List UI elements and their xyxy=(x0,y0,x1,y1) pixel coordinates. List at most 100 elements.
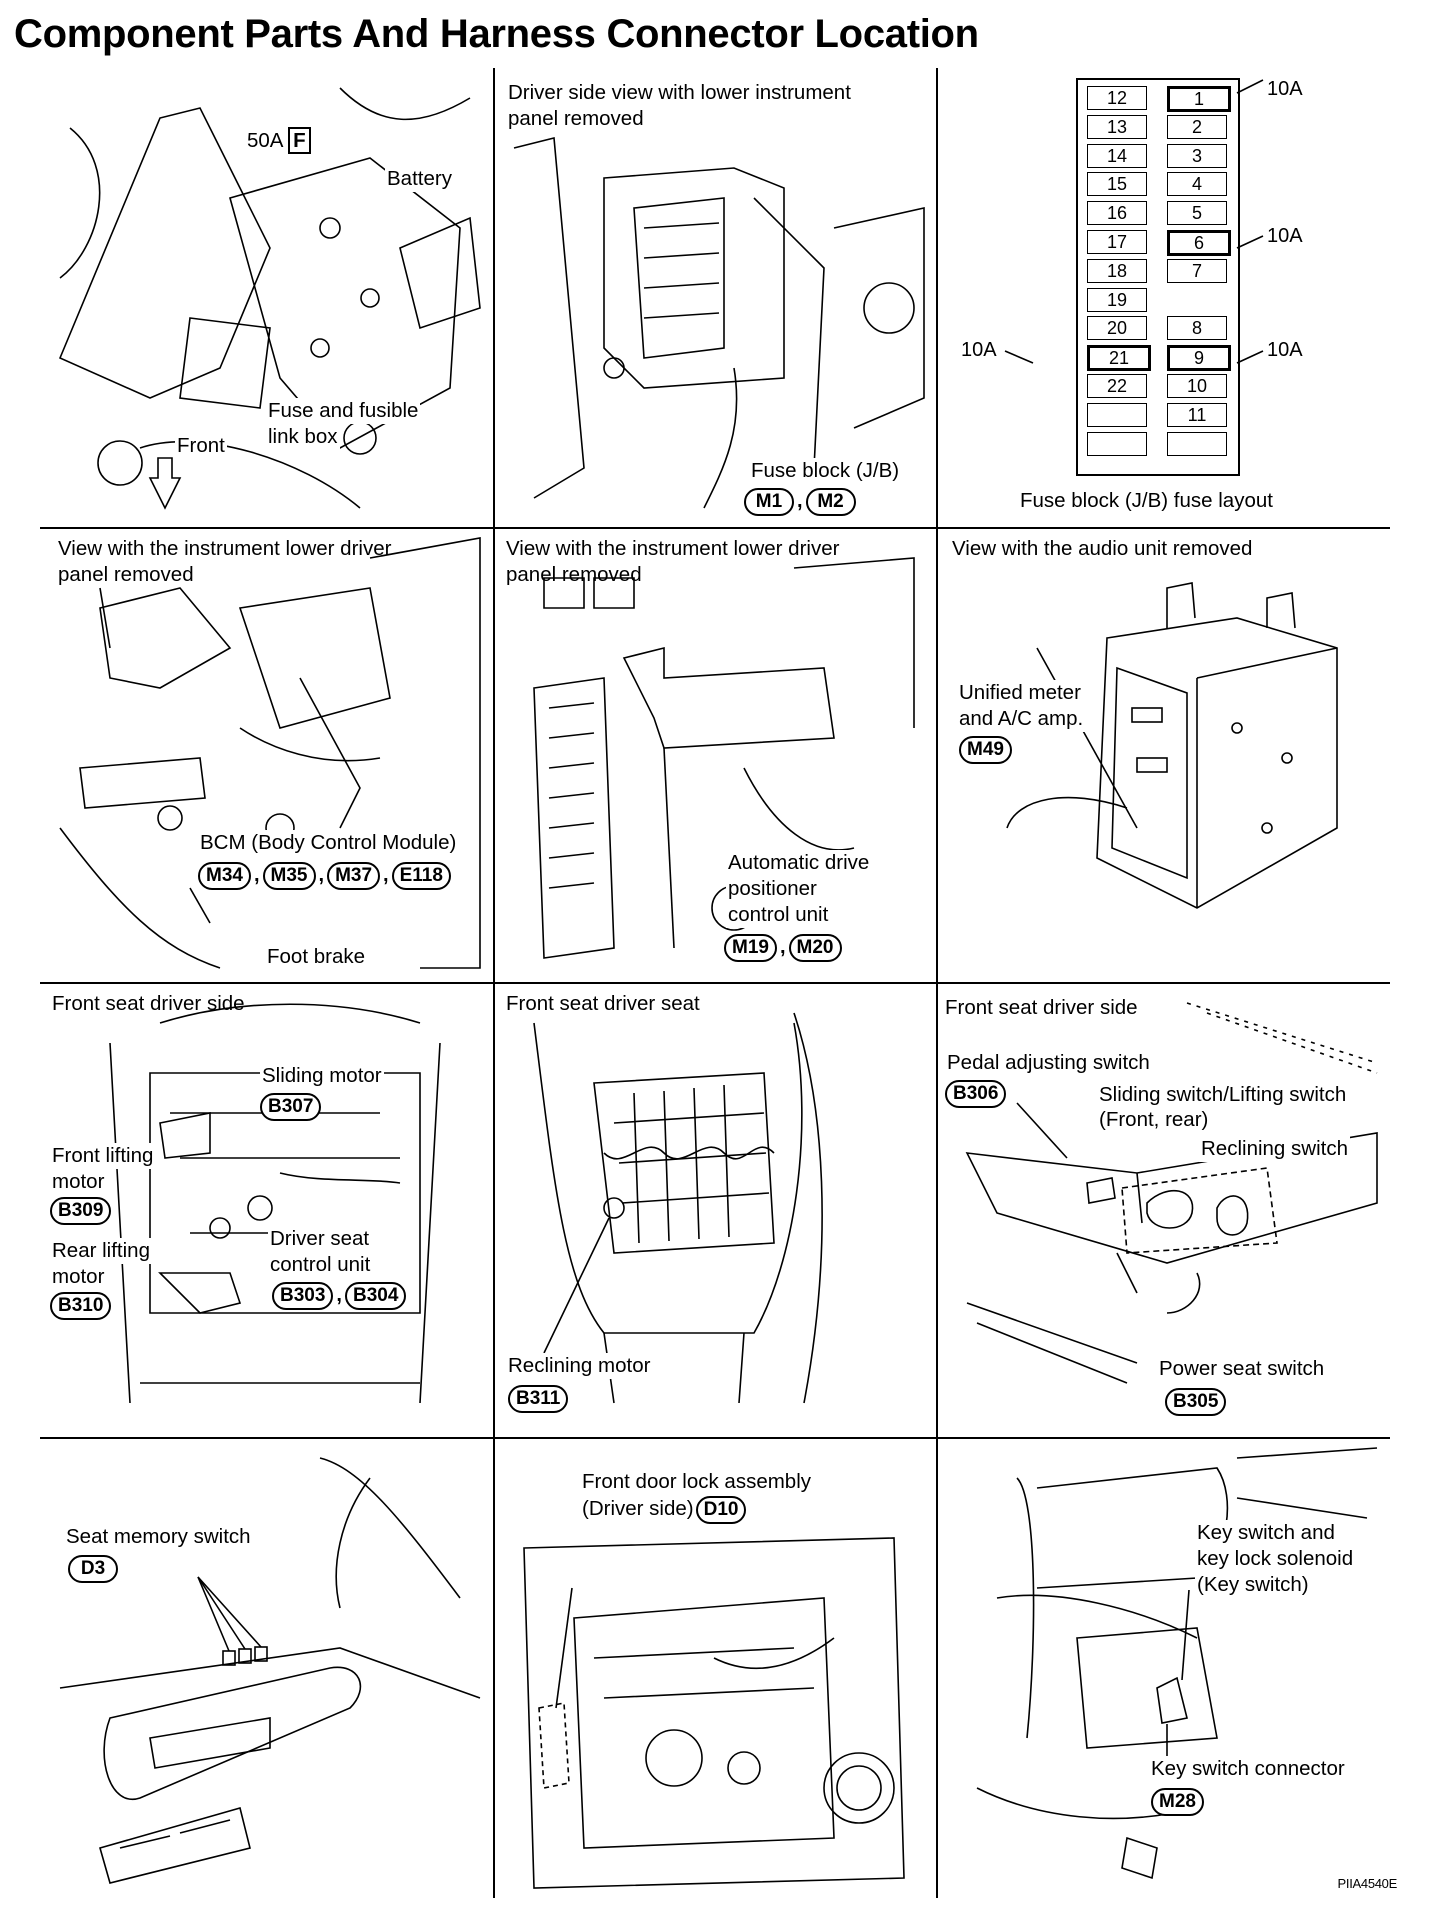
p5-caption-1: View with the instrument lower driver xyxy=(506,537,840,560)
connector-m2: M2 xyxy=(805,488,856,516)
amp-label-1: 10A xyxy=(1267,78,1303,100)
p9-caption: Front seat driver side xyxy=(945,996,1138,1019)
fuse-slot-right: 1 xyxy=(1167,86,1231,112)
reclining-motor-label: Reclining motor xyxy=(506,1353,653,1379)
panel-bcm: View with the instrument lower driver pa… xyxy=(40,528,494,983)
pedal-switch-label: Pedal adjusting switch xyxy=(945,1050,1152,1076)
p7-caption: Front seat driver side xyxy=(52,992,245,1015)
fuse-slot-left: 18 xyxy=(1087,258,1147,283)
key-switch-connector-label: Key switch connector xyxy=(1149,1756,1347,1782)
door-inner-drawing xyxy=(523,1537,905,1889)
fuse-slot-left: 12 xyxy=(1087,86,1147,110)
p4-caption-2: panel removed xyxy=(58,563,194,586)
door-trim-drawing xyxy=(59,1457,481,1884)
power-seat-switch-label: Power seat switch xyxy=(1157,1356,1327,1382)
panel-driver-side-fuse: Driver side view with lower instrument p… xyxy=(494,68,937,528)
connector-m19: M19 xyxy=(724,934,777,962)
p2-caption-2: panel removed xyxy=(508,107,644,130)
connector-m20: M20 xyxy=(788,934,842,962)
amp-label-21: 10A xyxy=(961,339,997,361)
connector-b309: B309 xyxy=(50,1197,112,1225)
positioner-drawing xyxy=(533,557,915,959)
panel-fuse-layout: 10A 10A 10A 10A Fuse block (J/B) fuse la… xyxy=(937,68,1390,528)
fuse-slot-left xyxy=(1087,431,1147,456)
fuse-slot-left xyxy=(1087,402,1147,427)
page-title: Component Parts And Harness Connector Lo… xyxy=(14,12,979,56)
connector-b306: B306 xyxy=(945,1080,1007,1108)
connector-d3: D3 xyxy=(68,1555,118,1583)
fuse-slot-right: 7 xyxy=(1167,258,1227,283)
fuse-slot-left: 19 xyxy=(1087,287,1147,312)
foot-brake-label: Foot brake xyxy=(265,944,367,970)
fuse-slot-right: 11 xyxy=(1167,402,1227,427)
key-switch-label-3: (Key switch) xyxy=(1195,1572,1311,1598)
panel-seat-back: Front seat driver seat Reclining motor B… xyxy=(494,983,937,1438)
fuse-slot-right: 8 xyxy=(1167,316,1227,341)
fuse-slot-left: 21 xyxy=(1087,345,1151,372)
fuse-block-label: Fuse block (J/B) xyxy=(749,458,902,484)
connector-m1: M1 xyxy=(744,488,794,516)
fuse-box-label-2: link box xyxy=(266,424,340,450)
connector-b311: B311 xyxy=(508,1385,569,1413)
driver-seat-cu-label-2: control unit xyxy=(268,1252,373,1278)
bcm-label: BCM (Body Control Module) xyxy=(198,830,459,856)
fuse-layout-caption: Fuse block (J/B) fuse layout xyxy=(1020,489,1273,512)
fuse-block-drawing xyxy=(513,136,925,509)
connector-b305: B305 xyxy=(1165,1388,1227,1416)
panel-auto-drive-positioner: View with the instrument lower driver pa… xyxy=(494,528,937,983)
connector-m49: M49 xyxy=(959,736,1012,764)
seat-switch-drawing xyxy=(965,1002,1378,1384)
panel-door-lock: Front door lock assembly (Driver side)D1… xyxy=(494,1438,937,1898)
fuse-letter: F xyxy=(288,127,311,154)
fuse-slot-left: 17 xyxy=(1087,230,1147,254)
panel-audio-removed: View with the audio unit removed Unified… xyxy=(937,528,1390,983)
sliding-switch-label-2: (Front, rear) xyxy=(1097,1107,1211,1133)
connector-m34: M34 xyxy=(198,862,251,890)
fuse-slot-left: 15 xyxy=(1087,172,1147,197)
battery-label: Battery xyxy=(385,166,454,192)
seat-frame-drawing xyxy=(109,1003,441,1404)
panel-key-switch: Key switch and key lock solenoid (Key sw… xyxy=(937,1438,1390,1898)
rear-lifting-label-1: Rear lifting xyxy=(50,1238,152,1264)
fuse-slot-right: 9 xyxy=(1167,345,1231,372)
front-label: Front xyxy=(175,433,227,459)
fuse-slot-right: 6 xyxy=(1167,230,1231,256)
meter-label-1: Unified meter xyxy=(957,680,1083,706)
panel-seat-switches: Front seat driver side Pedal adjusting s… xyxy=(937,983,1390,1438)
fuse-box-label: Fuse and fusible xyxy=(266,398,421,424)
positioner-label-2: positioner xyxy=(726,876,819,902)
connector-m37: M37 xyxy=(327,862,381,890)
connector-b307: B307 xyxy=(260,1093,322,1121)
fuse-slot-right xyxy=(1167,431,1227,456)
fuse-slot-right: 3 xyxy=(1167,143,1227,168)
fuse-slot-right: 5 xyxy=(1167,201,1227,226)
positioner-label-3: control unit xyxy=(726,902,831,928)
steering-column-drawing xyxy=(976,1447,1378,1880)
fuse-slot-right: 2 xyxy=(1167,114,1227,139)
connector-m28: M28 xyxy=(1151,1788,1204,1816)
amp-label-6: 10A xyxy=(1267,225,1303,247)
fuse-pointer-lines xyxy=(1004,79,1264,364)
seat-memory-label: Seat memory switch xyxy=(64,1524,253,1550)
fuse-slot-right: 4 xyxy=(1167,172,1227,197)
fuse-slot-left: 14 xyxy=(1087,143,1147,168)
reclining-switch-label: Reclining switch xyxy=(1199,1136,1350,1162)
driver-seat-cu-label-1: Driver seat xyxy=(268,1226,372,1252)
fuse-slot-left: 16 xyxy=(1087,201,1147,226)
front-lifting-label-1: Front lifting xyxy=(50,1143,156,1169)
bcm-drawing xyxy=(59,537,481,969)
p5-caption-2: panel removed xyxy=(506,563,642,586)
connector-b304: B304 xyxy=(344,1282,407,1310)
p2-caption-1: Driver side view with lower instrument xyxy=(508,81,851,104)
sliding-motor-label: Sliding motor xyxy=(260,1063,384,1089)
amp-label-9: 10A xyxy=(1267,339,1303,361)
meter-amp-drawing xyxy=(1006,582,1338,909)
positioner-label-1: Automatic drive xyxy=(726,850,872,876)
door-lock-caption-2: (Driver side) xyxy=(580,1497,696,1520)
panel-seat-memory: Seat memory switch D3 xyxy=(40,1438,494,1898)
sliding-switch-label: Sliding switch/Lifting switch xyxy=(1097,1082,1349,1108)
fuse-slot-right: 10 xyxy=(1167,374,1227,398)
front-lifting-label-2: motor xyxy=(50,1169,107,1195)
p8-caption: Front seat driver seat xyxy=(506,992,700,1015)
door-lock-caption-1: Front door lock assembly xyxy=(580,1469,814,1495)
